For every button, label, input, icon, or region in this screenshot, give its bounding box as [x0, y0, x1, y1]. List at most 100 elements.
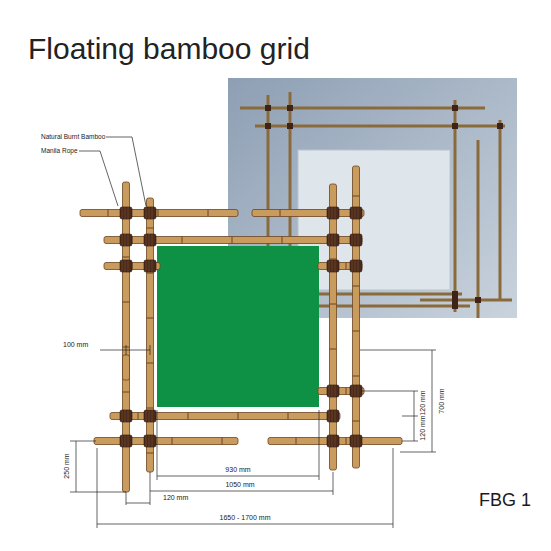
dimension-line — [100, 350, 150, 351]
photo-rope — [287, 105, 293, 111]
green-panel — [157, 246, 319, 407]
bamboo-joint — [147, 408, 154, 409]
bamboo-joint — [108, 210, 109, 217]
rope-wrap — [332, 260, 333, 272]
part-label: Manila Rope — [40, 148, 79, 155]
rope-wrap — [329, 435, 330, 447]
rope-wrap — [358, 207, 359, 219]
manila-rope — [350, 260, 362, 272]
leader-line — [70, 151, 118, 206]
bamboo-joint — [138, 413, 139, 420]
leader-line — [98, 137, 146, 206]
manila-rope — [327, 207, 339, 219]
rope-wrap — [146, 435, 147, 447]
dimension-line — [126, 503, 150, 504]
rope-wrap — [355, 260, 356, 272]
page-title: Floating bamboo grid — [28, 34, 310, 64]
manila-rope — [120, 410, 132, 422]
photo-rope — [497, 123, 503, 129]
photo-rope — [452, 291, 458, 297]
photo-pole — [477, 140, 480, 318]
rope-wrap — [332, 385, 333, 397]
manila-rope — [327, 234, 339, 246]
rope-wrap — [125, 260, 126, 272]
manila-rope — [350, 207, 362, 219]
bamboo-joint — [296, 438, 297, 445]
manila-rope — [144, 234, 156, 246]
rope-wrap — [335, 260, 336, 272]
rope-wrap — [329, 207, 330, 219]
photo-pole — [499, 120, 502, 300]
manila-rope — [144, 410, 156, 422]
rope-wrap — [149, 435, 150, 447]
manila-rope — [120, 207, 132, 219]
rope-wrap — [122, 234, 123, 246]
manila-rope — [144, 260, 156, 272]
rope-wrap — [122, 207, 123, 219]
bamboo-joint — [208, 210, 209, 217]
photo-rope — [265, 105, 271, 111]
bamboo-joint — [330, 349, 337, 350]
dimension-lines — [70, 137, 436, 528]
rope-wrap — [355, 234, 356, 246]
manila-rope — [327, 410, 339, 422]
rope-wrap — [358, 260, 359, 272]
rope-wrap — [329, 234, 330, 246]
bamboo-pole — [94, 438, 238, 445]
rope-wrap — [335, 435, 336, 447]
rope-wrap — [332, 207, 333, 219]
rope-wrap — [355, 385, 356, 397]
rope-wrap — [146, 207, 147, 219]
bamboo-joint — [353, 376, 360, 377]
part-label: Natural Burnt Bamboo — [40, 134, 106, 141]
bamboo-pole — [104, 237, 362, 244]
dimension-label: 930 mm — [224, 466, 251, 473]
rope-wrap — [125, 234, 126, 246]
rope-wrap — [152, 435, 153, 447]
bamboo-joint — [353, 196, 360, 197]
dimension-line — [157, 476, 319, 477]
dimension-label: 250 mm — [63, 452, 70, 479]
rope-wrap — [335, 385, 336, 397]
bamboo-joint — [182, 237, 183, 244]
manila-rope — [350, 234, 362, 246]
dimension-tick — [319, 410, 320, 480]
rope-wrap — [352, 234, 353, 246]
rope-wrap — [329, 260, 330, 272]
photo-rope — [475, 297, 481, 303]
rope-wrap — [149, 234, 150, 246]
bamboo-joint — [123, 392, 130, 393]
dimension-label: 100 mm — [62, 341, 89, 348]
manila-rope — [327, 260, 339, 272]
rope-wrap — [152, 234, 153, 246]
manila-rope — [327, 385, 339, 397]
dimension-label: 700 mm — [438, 387, 445, 414]
rope-wrap — [352, 385, 353, 397]
rope-wrap — [146, 410, 147, 422]
dimension-line — [432, 350, 433, 452]
dimension-tick — [70, 441, 96, 442]
rope-wrap — [125, 207, 126, 219]
rope-wrap — [335, 234, 336, 246]
dimension-label: 1050 mm — [224, 481, 255, 488]
bamboo-pole — [123, 355, 130, 380]
rope-wrap — [128, 410, 129, 422]
dimension-tick — [362, 391, 418, 392]
photo-rope — [452, 303, 458, 309]
rope-wrap — [358, 435, 359, 447]
photo-panel — [298, 150, 450, 290]
bamboo-joint — [353, 331, 360, 332]
dimension-tick — [402, 441, 418, 442]
dimension-tick — [393, 448, 394, 528]
rope-wrap — [125, 410, 126, 422]
rope-wrap — [329, 385, 330, 397]
rope-wrap — [352, 207, 353, 219]
bamboo-pole — [80, 210, 238, 217]
manila-rope — [350, 435, 362, 447]
manila-rope — [120, 260, 132, 272]
dimension-label: 120 mm — [419, 389, 426, 416]
rope-wrap — [358, 234, 359, 246]
rope-wrap — [352, 435, 353, 447]
bamboo-pole — [330, 184, 337, 470]
